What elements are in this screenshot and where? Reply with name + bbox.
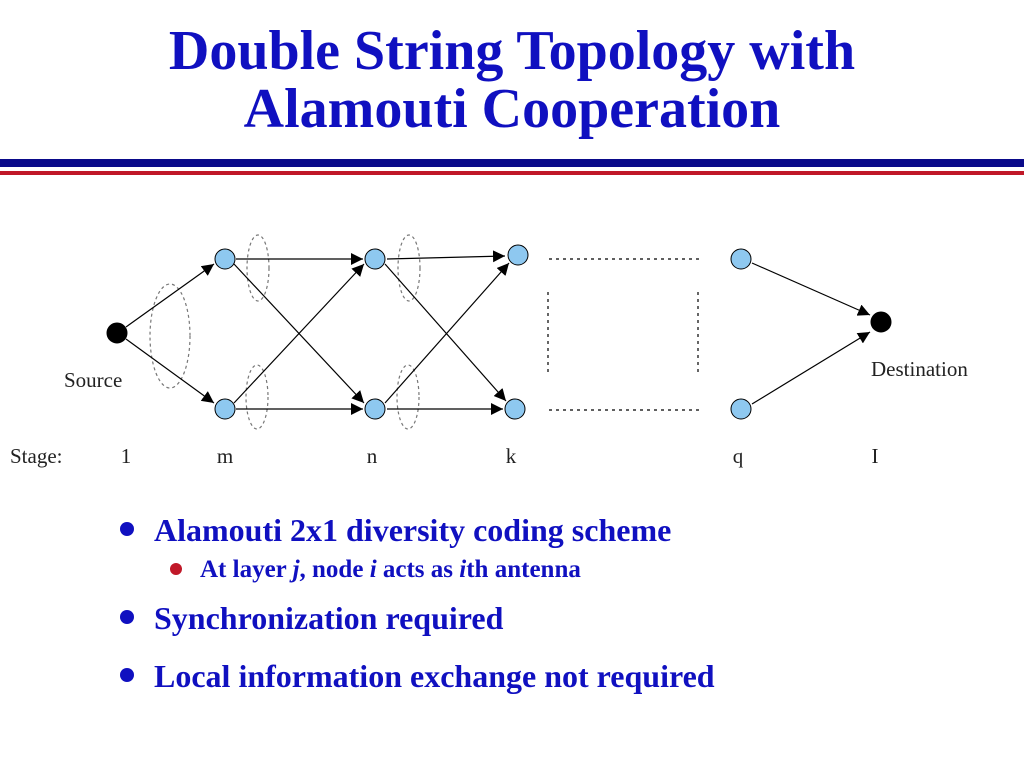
sub-bullet-text-4: th antenna — [466, 556, 581, 583]
sub-bullet-text-2: , node — [299, 556, 370, 583]
stage-label: Stage: — [10, 444, 63, 468]
title-rule-blue — [0, 159, 1024, 167]
bullet-dot-icon — [120, 668, 134, 682]
link-q-bottom-destination — [751, 331, 871, 405]
destination-label: Destination — [871, 357, 968, 381]
bullet-local-exchange: Local information exchange not required — [120, 654, 1000, 698]
link-n-top-k-bottom — [384, 263, 507, 402]
cooperation-groups — [149, 234, 421, 430]
node-m-bottom — [214, 398, 236, 420]
node-k-top — [507, 244, 529, 266]
stage-n: n — [367, 444, 378, 468]
sub-bullet-antenna: At layer j, node i acts as ith antenna — [120, 552, 1000, 588]
coop-ellipse-n-top — [397, 234, 421, 302]
node-q-bottom — [730, 398, 752, 420]
coop-ellipse-m-top — [246, 234, 270, 302]
bullet-text: Local information exchange not required — [154, 658, 715, 694]
coop-ellipse-m-bottom — [245, 364, 269, 430]
node-q-top — [730, 248, 752, 270]
bullet-list: Alamouti 2x1 diversity coding scheme At … — [120, 508, 1000, 698]
bullet-text: Alamouti 2x1 diversity coding scheme — [154, 512, 672, 548]
topology-diagram: Source Destination Stage: 1 m n k q I — [10, 234, 968, 468]
slide-title: Double String Topology with Alamouti Coo… — [0, 22, 1024, 138]
sub-bullet-dot-icon — [170, 563, 182, 575]
link-n-bottom-k-top — [384, 262, 510, 404]
link-m-bottom-n-top — [233, 263, 365, 404]
variable-i-2: i — [459, 556, 467, 583]
variable-j: j — [292, 556, 300, 583]
link-source-m-bottom — [125, 338, 215, 404]
stage-k: k — [506, 444, 517, 468]
coop-ellipse-source — [149, 283, 191, 389]
nodes — [106, 244, 892, 420]
stage-m: m — [217, 444, 233, 468]
stage-l: I — [872, 444, 879, 468]
sub-bullet-text-3: acts as — [376, 556, 460, 583]
bullet-dot-icon — [120, 522, 134, 536]
link-source-m-top — [125, 263, 215, 328]
coop-ellipse-n-bottom — [396, 364, 420, 430]
node-k-bottom — [504, 398, 526, 420]
stage-1: 1 — [121, 444, 132, 468]
bullet-dot-icon — [120, 610, 134, 624]
stage-q: q — [733, 444, 744, 468]
link-q-top-destination — [751, 262, 871, 316]
destination-node — [870, 311, 892, 333]
bullet-alamouti: Alamouti 2x1 diversity coding scheme — [120, 508, 1000, 552]
node-n-top — [364, 248, 386, 270]
bullet-text: Synchronization required — [154, 600, 504, 636]
source-label: Source — [64, 368, 122, 392]
title-rule-red — [0, 171, 1024, 175]
source-node — [106, 322, 128, 344]
link-n-top-k-top — [386, 250, 506, 263]
node-n-bottom — [364, 398, 386, 420]
variable-i: i — [369, 556, 377, 583]
sub-bullet-text-1: At layer — [200, 556, 293, 583]
node-m-top — [214, 248, 236, 270]
title-line-1: Double String Topology with — [168, 20, 856, 82]
title-line-2: Alamouti Cooperation — [243, 78, 781, 140]
links — [125, 250, 871, 415]
continuation-dots — [547, 258, 700, 411]
bullet-synchronization: Synchronization required — [120, 596, 1000, 640]
